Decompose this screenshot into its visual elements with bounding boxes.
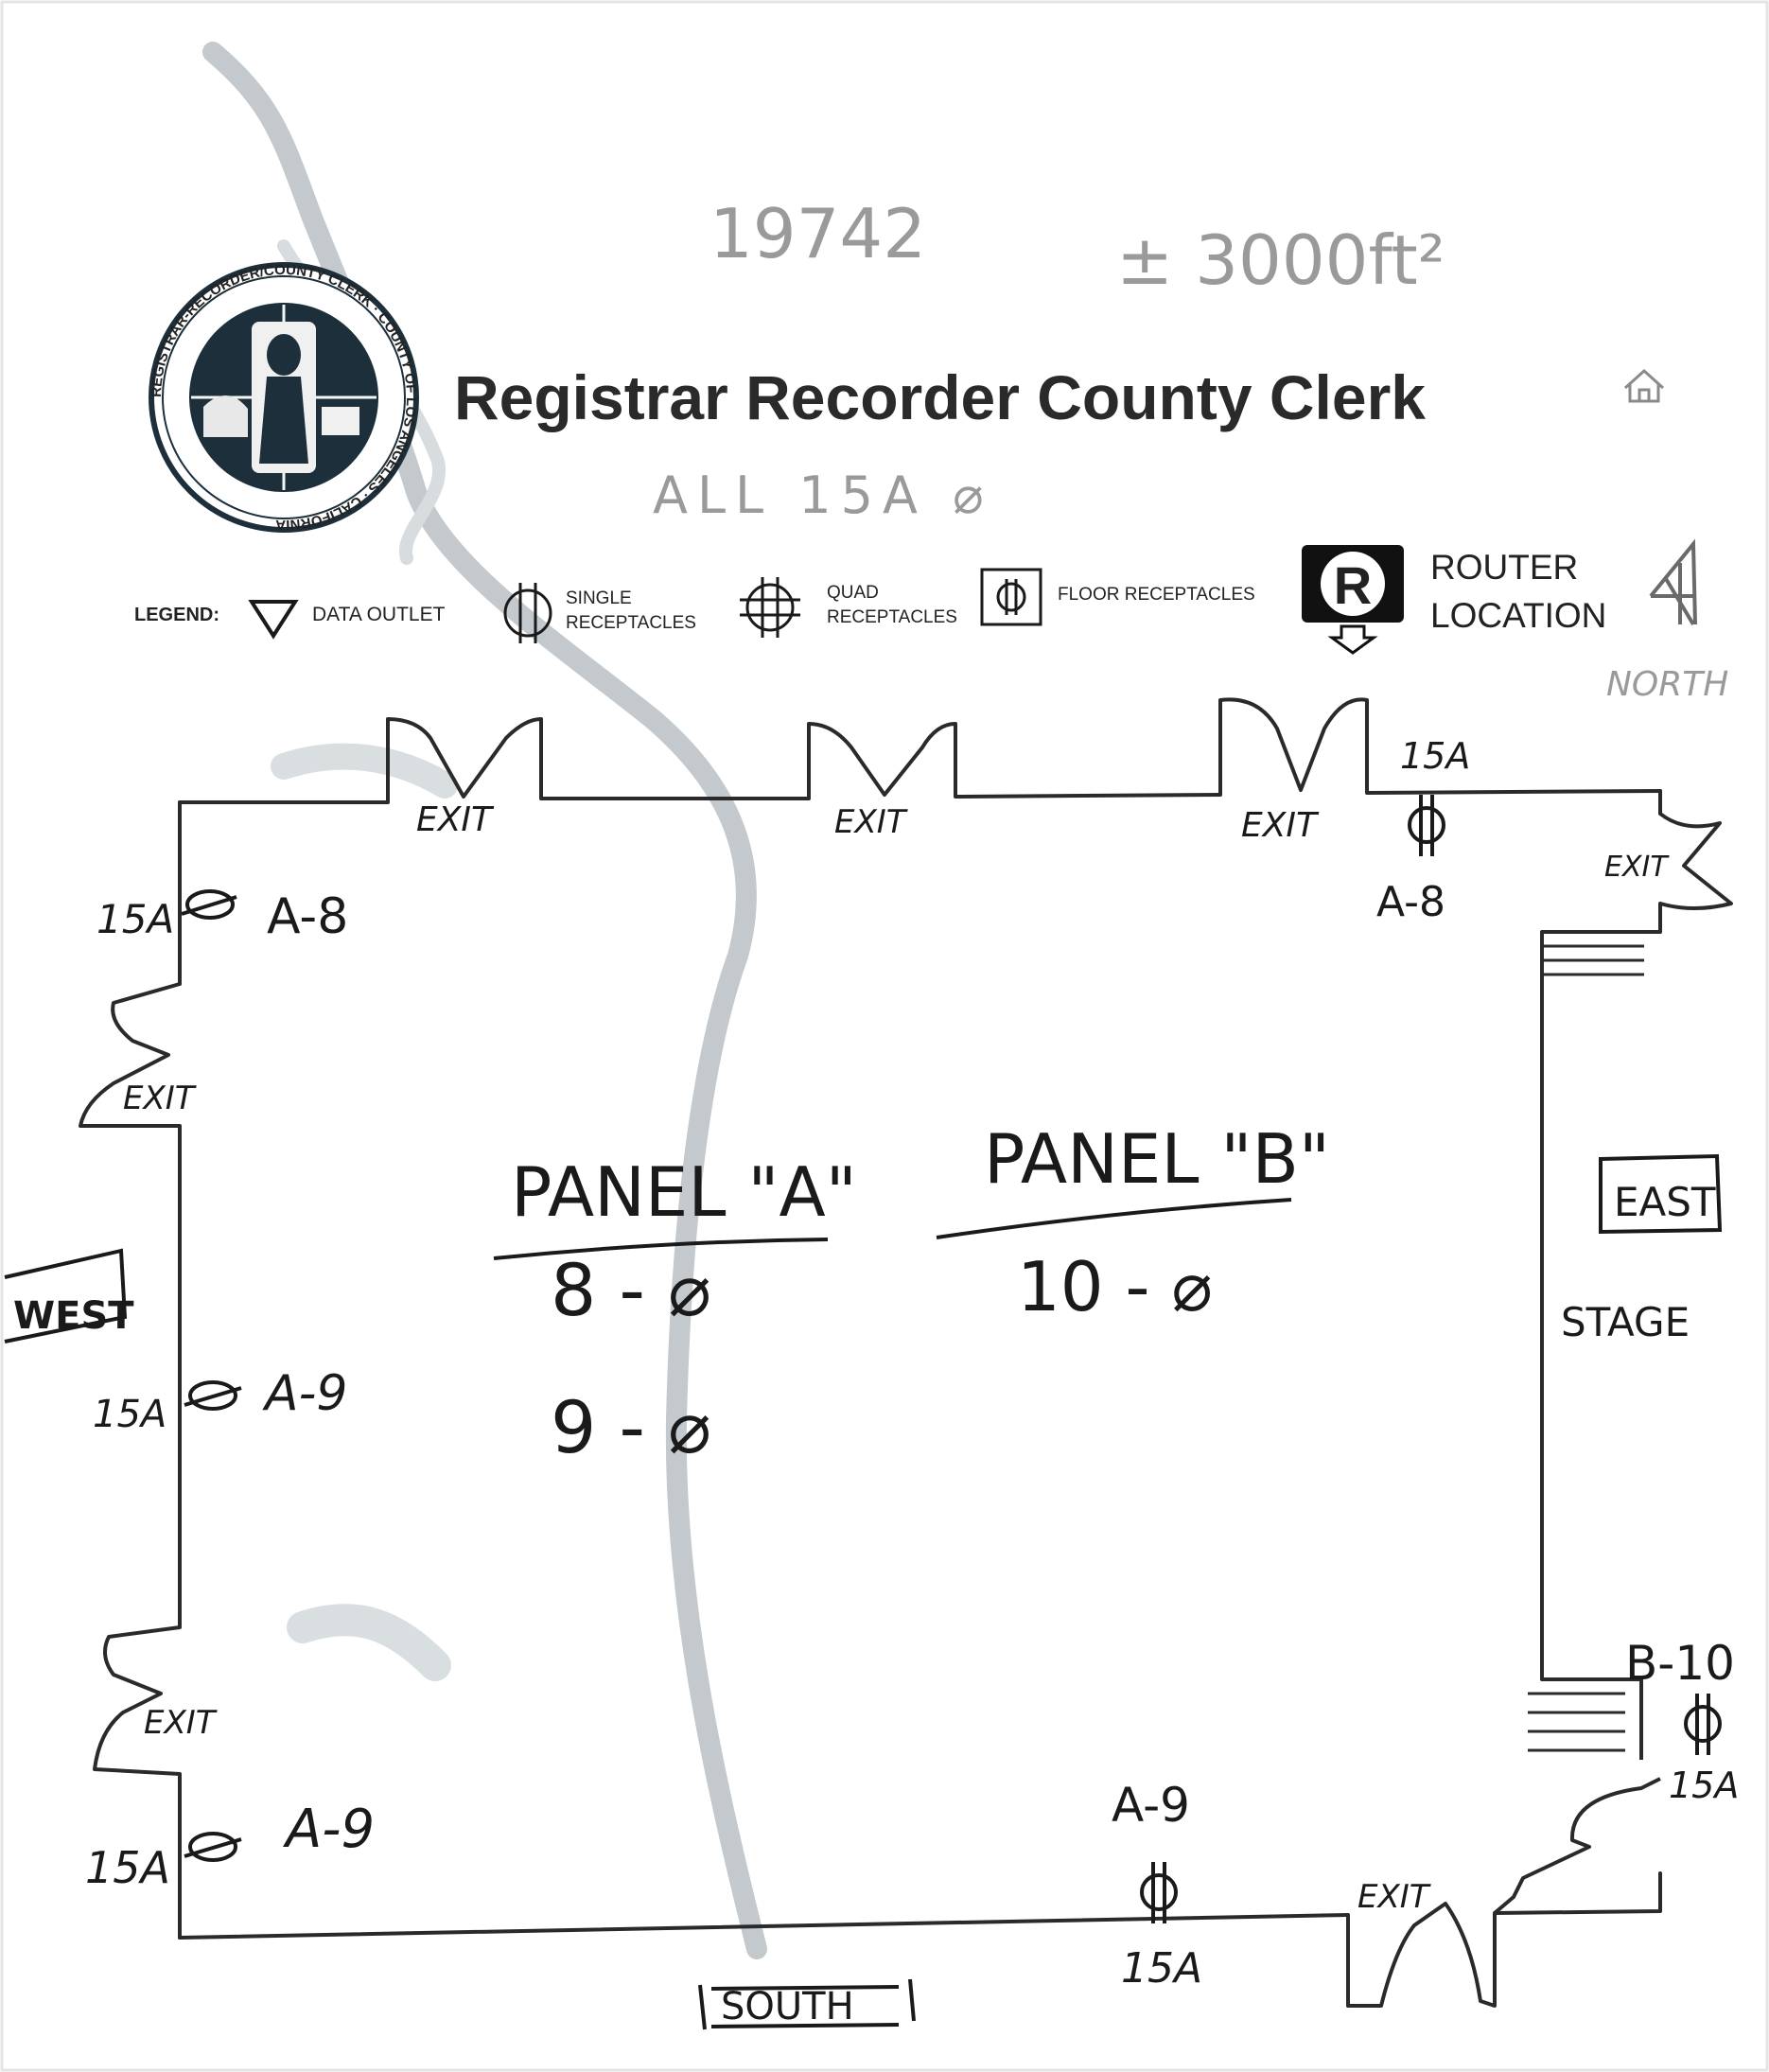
circuit-label-west-3: A-9 — [283, 1799, 375, 1860]
panel-a-note: PANEL "A" 8 - ⌀ 9 - ⌀ — [493, 1152, 857, 1469]
south-label: SOUTH — [721, 1985, 854, 2028]
legend-router-1: ROUTER — [1430, 548, 1578, 587]
circuit-label-west-1: A-8 — [267, 888, 348, 945]
direction-labels — [4, 1153, 1723, 2030]
data-outlet-icon — [248, 600, 299, 640]
amp-label-stage: 15A — [1669, 1765, 1739, 1806]
panel-b-note: PANEL "B" 10 - ⌀ — [936, 1119, 1330, 1326]
legend: LEGEND: DATA OUTLET SINGLE RECEPTACLES Q… — [134, 538, 1728, 704]
exit-labels: EXIT EXIT EXIT EXIT EXIT EXIT EXIT — [123, 800, 1670, 1916]
single-receptacle-icon — [1684, 1694, 1722, 1755]
panel-a-underline — [493, 1238, 829, 1260]
legend-label: LEGEND: — [134, 605, 219, 625]
router-icon: R — [1302, 545, 1404, 655]
legend-single-1: SINGLE — [566, 588, 632, 608]
legend-quad-2: RECEPTACLES — [827, 607, 957, 627]
legend-quad-1: QUAD — [827, 583, 879, 603]
circuit-labels: 15A A-8 15A A-9 15A A-9 15A A-8 A-9 15A … — [85, 735, 1739, 1993]
room-walls — [178, 789, 1662, 1940]
west-label: WEST — [13, 1294, 134, 1338]
panel-a-title: PANEL "A" — [511, 1152, 857, 1232]
floor-receptacle-icon — [980, 568, 1042, 626]
exit-label-west-1: EXIT — [123, 1080, 197, 1117]
down-arrow-icon — [1327, 624, 1378, 655]
single-receptacle-icon — [1408, 795, 1445, 856]
east-label: EAST — [1614, 1179, 1716, 1225]
stage-steps — [1528, 944, 1644, 1752]
panel-b-underline — [936, 1198, 1292, 1239]
router-symbol: R — [1334, 555, 1372, 615]
home-icon[interactable] — [1623, 368, 1665, 403]
exit-label-north-3: EXIT — [1241, 806, 1320, 845]
amp-label-west-1: 15A — [96, 896, 174, 942]
panel-b-title: PANEL "B" — [984, 1119, 1330, 1199]
amp-label-south: 15A — [1121, 1944, 1202, 1993]
amp-label-west-2: 15A — [93, 1393, 166, 1436]
exit-label-north-1: EXIT — [416, 800, 495, 839]
pencil-circuit-note: ALL 15A ⌀ — [653, 465, 993, 525]
north-label: NORTH — [1606, 665, 1728, 704]
page-title: Registrar Recorder County Clerk — [454, 362, 1426, 432]
legend-floor: FLOOR RECEPTACLES — [1058, 585, 1255, 605]
amp-label-west-3: 15A — [85, 1842, 170, 1893]
pencil-job-number: 19742 — [709, 194, 926, 273]
exit-label-south: EXIT — [1357, 1878, 1431, 1916]
single-receptacle-icon — [184, 1380, 242, 1411]
circuit-label-south: A-9 — [1112, 1778, 1190, 1833]
exit-label-east: EXIT — [1604, 851, 1670, 884]
legend-single-2: RECEPTACLES — [566, 613, 696, 633]
single-receptacle-icon — [1140, 1862, 1178, 1923]
legend-router-2: LOCATION — [1430, 596, 1606, 635]
circuit-label-stage: B-10 — [1625, 1636, 1735, 1691]
panel-b-circuit-10: 10 - ⌀ — [1017, 1247, 1213, 1326]
single-receptacle-icon — [503, 583, 552, 643]
single-receptacle-icon — [184, 1832, 242, 1862]
north-arrow-icon — [1649, 538, 1697, 626]
quad-receptacle-icon — [740, 577, 800, 638]
legend-data-outlet: DATA OUTLET — [312, 604, 446, 625]
pencil-area-note: ± 3000ft² — [1116, 220, 1445, 300]
receptacles — [181, 795, 1722, 1923]
exit-label-north-2: EXIT — [834, 803, 908, 841]
exit-doors — [79, 697, 1733, 2008]
county-seal: REGISTRAR-RECORDER/COUNTY CLERK · COUNTY… — [149, 262, 419, 533]
panel-a-circuit-9: 9 - ⌀ — [551, 1385, 711, 1469]
amp-label-north: 15A — [1400, 735, 1470, 777]
exit-label-west-2: EXIT — [144, 1704, 218, 1742]
panel-a-circuit-8: 8 - ⌀ — [551, 1248, 711, 1332]
circuit-label-west-2: A-9 — [262, 1365, 347, 1422]
circuit-label-north: A-8 — [1376, 878, 1445, 926]
stage-label: STAGE — [1561, 1299, 1690, 1345]
single-receptacle-icon — [181, 889, 237, 920]
